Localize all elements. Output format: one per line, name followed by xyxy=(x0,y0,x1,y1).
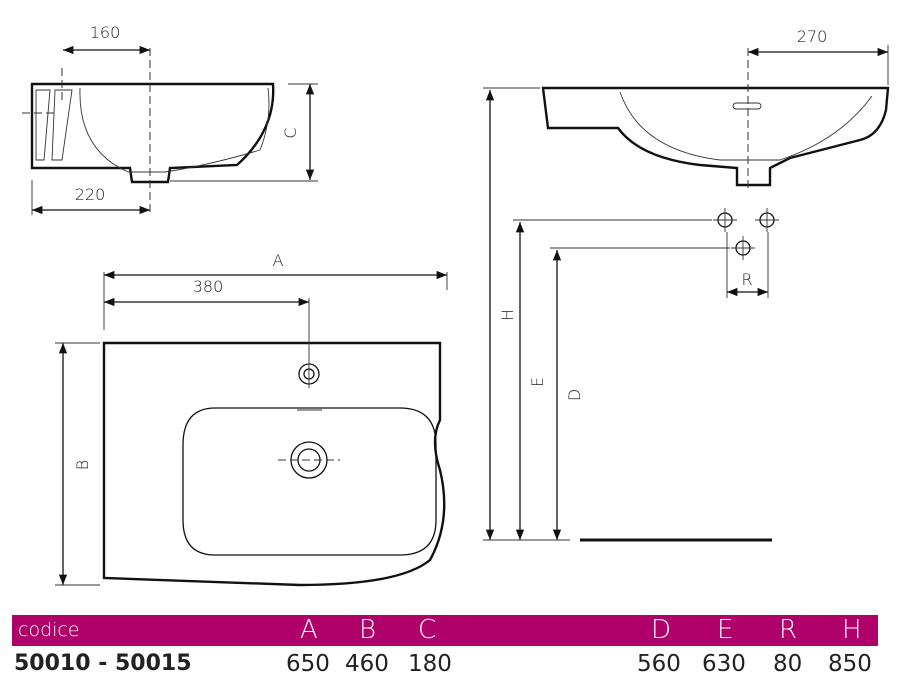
sink-technical-drawing: 160 220 C A 380 B 270 xyxy=(22,23,890,587)
dim-a-label: A xyxy=(273,251,284,270)
plan-view: A 380 B xyxy=(55,251,448,587)
side-view-left: 160 220 C xyxy=(22,23,318,215)
dim-e-label: E xyxy=(528,377,547,387)
dim-b-label: B xyxy=(73,460,92,470)
value-d: 560 xyxy=(637,651,681,677)
header-codice: codice xyxy=(18,619,80,641)
header-e: E xyxy=(717,615,734,645)
pipe-connection-icons xyxy=(713,208,779,260)
value-e: 630 xyxy=(702,651,746,677)
dim-r-label: R xyxy=(741,270,752,289)
header-h: H xyxy=(842,615,862,645)
value-h: 850 xyxy=(828,651,872,677)
table-header-bar xyxy=(12,615,878,646)
header-r: R xyxy=(779,615,798,645)
dim-h-label: H xyxy=(498,309,517,321)
dim-160-label: 160 xyxy=(90,23,121,42)
dim-c-label: C xyxy=(281,127,300,138)
value-r: 80 xyxy=(773,651,803,677)
header-a: A xyxy=(300,615,318,645)
dim-380-label: 380 xyxy=(193,277,224,296)
value-a: 650 xyxy=(286,651,330,677)
product-code: 50010 - 50015 xyxy=(14,651,192,676)
header-b: B xyxy=(359,615,377,645)
value-c: 180 xyxy=(408,651,452,677)
header-c: C xyxy=(418,615,437,645)
dim-220-label: 220 xyxy=(75,185,106,204)
side-view-right: 270 H E D R xyxy=(483,27,890,542)
header-d: D xyxy=(651,615,672,645)
value-b: 460 xyxy=(345,651,389,677)
dim-d-label: D xyxy=(565,389,584,401)
dim-270-label: 270 xyxy=(797,27,828,46)
